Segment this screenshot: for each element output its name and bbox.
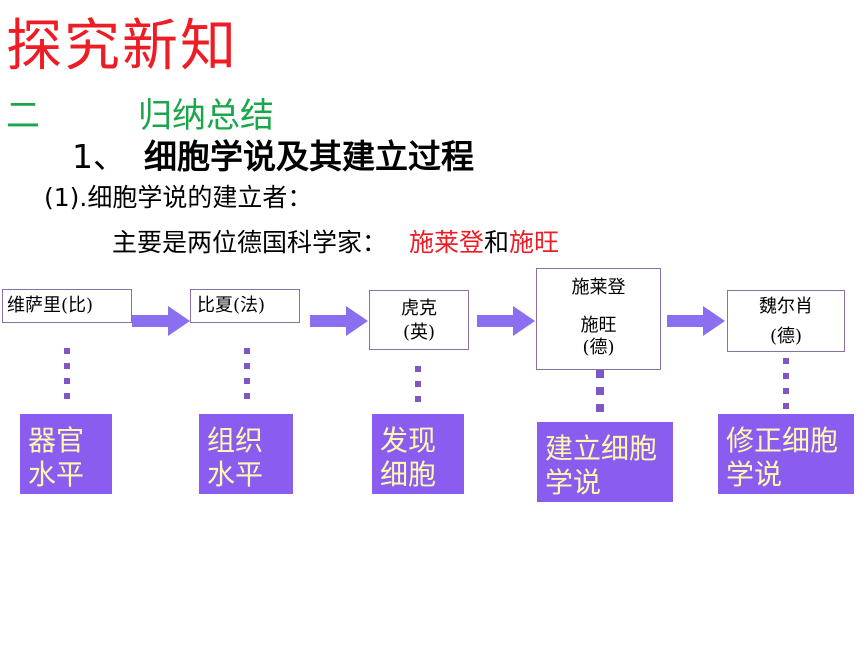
dotted-connector <box>596 370 604 421</box>
arrow-icon <box>310 306 368 336</box>
topic-text: 细胞学说及其建立过程 <box>144 137 474 176</box>
statement-connector: 和 <box>484 228 510 257</box>
achievement-text: 细胞 <box>380 458 437 491</box>
achievement-box-revise-theory: 修正细胞 学说 <box>718 414 854 494</box>
scientist-name: 虎克 <box>401 298 437 319</box>
dotted-connector <box>415 366 421 411</box>
dotted-connector <box>64 348 70 408</box>
achievement-box-organ-level: 器官 水平 <box>20 414 112 494</box>
achievement-text: 水平 <box>28 458 85 491</box>
scientist-box-schleiden-schwann: 施莱登 施旺 (德) <box>536 268 661 370</box>
achievement-box-discover-cell: 发现 细胞 <box>372 414 464 494</box>
achievement-text: 器官 <box>28 424 85 457</box>
statement-prefix: 主要是两位德国科学家： <box>112 228 388 257</box>
arrow-icon <box>667 306 725 336</box>
dotted-connector <box>783 358 789 418</box>
scientist-box-virchow: 魏尔肖 (德) <box>727 290 845 352</box>
arrow-icon <box>477 306 535 336</box>
section-label: 归纳总结 <box>138 96 274 136</box>
topic-heading: 1、细胞学说及其建立过程 <box>72 136 474 178</box>
main-statement: 主要是两位德国科学家： 施莱登和施旺 <box>112 226 559 260</box>
scientist-country: (德) <box>582 337 615 358</box>
achievement-box-establish-theory: 建立细胞 学说 <box>537 422 673 502</box>
achievement-text: 发现 <box>380 424 437 457</box>
subheading: (1).细胞学说的建立者： <box>44 183 313 212</box>
scientist-name: 维萨里(比) <box>7 295 94 316</box>
achievement-text: 组织 <box>207 424 264 457</box>
arrow-icon <box>132 306 190 336</box>
achievement-text: 水平 <box>207 458 264 491</box>
scientist-name-schwann: 施旺 <box>509 228 560 257</box>
scientist-country: (英) <box>402 322 436 343</box>
scientist-box-bichat: 比夏(法) <box>190 289 300 323</box>
scientist-name: 施莱登 <box>571 277 626 298</box>
section-number: 二 <box>6 96 40 136</box>
dotted-connector <box>244 348 250 408</box>
achievement-box-tissue-level: 组织 水平 <box>199 414 293 494</box>
scientist-name: 比夏(法) <box>197 295 266 316</box>
achievement-text: 学说 <box>545 466 602 499</box>
scientist-box-hooke: 虎克 (英) <box>369 290 469 350</box>
achievement-text: 修正细胞 <box>726 424 839 457</box>
topic-number: 1、 <box>72 137 126 176</box>
scientist-country: (德) <box>769 326 803 347</box>
achievement-text: 学说 <box>726 458 783 491</box>
scientist-name: 魏尔肖 <box>759 296 813 317</box>
scientist-name-schleiden: 施莱登 <box>409 228 485 257</box>
scientist-name: 施旺 <box>580 315 617 336</box>
scientist-box-vesalius: 维萨里(比) <box>2 289 132 323</box>
achievement-text: 建立细胞 <box>545 432 658 465</box>
page-title: 探究新知 <box>6 14 238 79</box>
